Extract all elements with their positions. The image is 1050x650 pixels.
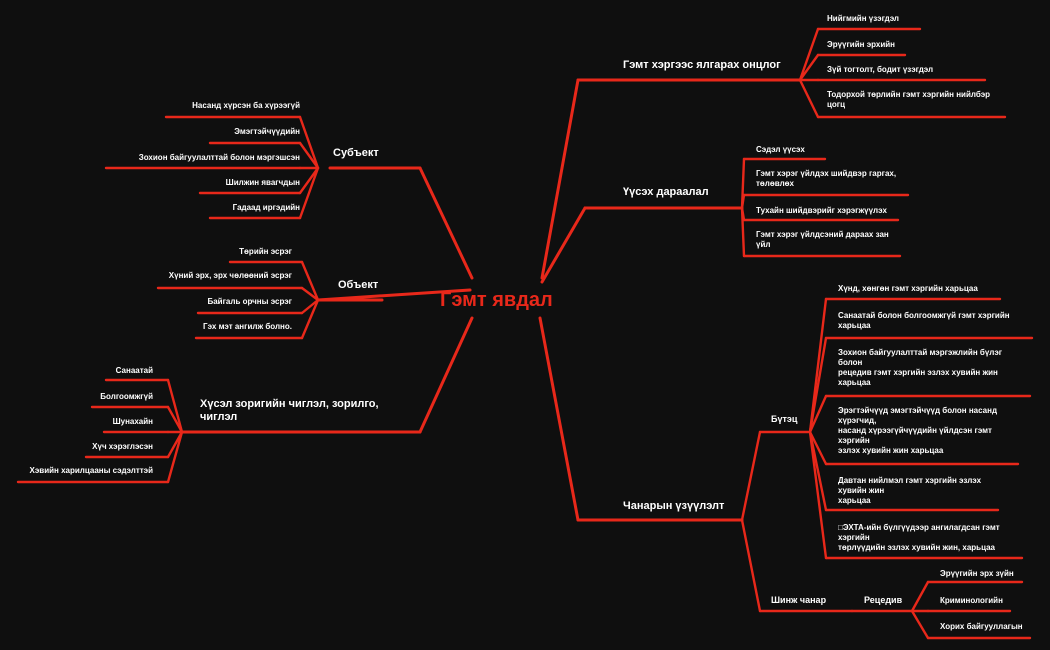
subject-item[interactable]: Гадаад иргэдийн bbox=[232, 203, 300, 212]
connector-line-4 bbox=[418, 316, 474, 434]
connector-line-12 bbox=[298, 115, 320, 170]
connector-line-38 bbox=[166, 430, 184, 484]
connector-line-20 bbox=[298, 166, 320, 220]
root-topic[interactable]: Гэмт явдал bbox=[440, 289, 553, 311]
connector-line-14 bbox=[298, 141, 320, 170]
intent-item[interactable]: Санаатай bbox=[115, 366, 153, 375]
intent-item[interactable]: Хэвийн харилцааны сэдэлттэй bbox=[29, 466, 153, 475]
branch-quality-indicators[interactable]: Чанарын үзүүлэлт bbox=[623, 500, 725, 512]
object-item[interactable]: Төрийн эсрэг bbox=[239, 247, 292, 256]
connector-line-32 bbox=[166, 405, 184, 434]
structure-item[interactable]: Зохион байгуулалттай мэргэжлийн бүлэг бо… bbox=[838, 348, 1003, 387]
connector-line-42 bbox=[798, 53, 820, 82]
subject-item[interactable]: Эмэгтэйчүүдийн bbox=[234, 127, 300, 136]
connector-line-66 bbox=[808, 430, 828, 466]
connector-line-28 bbox=[300, 298, 320, 340]
structure-item[interactable]: Давтан нийлмэл гэмт хэргийн эзлэх хувийн… bbox=[838, 476, 982, 505]
feature-item[interactable]: Тодорхой төрлийн гэмт хэргийн нийлбэр цо… bbox=[827, 90, 991, 109]
branch-intent[interactable]: Хүсэл зоригийн чиглэл, зорилго, чиглэл bbox=[200, 398, 379, 423]
connector-line-2 bbox=[316, 288, 472, 302]
sequence-item[interactable]: Гэмт хэрэг үйлдэх шийдвэр гаргах, төлөвл… bbox=[756, 169, 897, 188]
recidive-item[interactable]: Эрүүгийн эрх зүйн bbox=[940, 569, 1014, 578]
connector-line-26 bbox=[300, 298, 320, 315]
object-item[interactable]: Хүний эрх, эрх чөлөөний эсрэг bbox=[168, 271, 292, 280]
connector-line-64 bbox=[808, 394, 828, 434]
object-item[interactable]: Байгаль орчны эсрэг bbox=[207, 297, 292, 306]
feature-item[interactable]: Зүй тогтолт, бодит үзэгдэл bbox=[827, 65, 934, 74]
connector-line-18 bbox=[298, 166, 320, 195]
connector-line-77 bbox=[910, 609, 930, 640]
connector-line-30 bbox=[166, 378, 184, 434]
subject-item[interactable]: Насанд хүрсэн ба хүрээгүй bbox=[192, 101, 300, 110]
subject-item[interactable]: Зохион байгуулалттай болон мэргэшсэн bbox=[138, 153, 300, 162]
intent-item[interactable]: Хүч хэрэглэсэн bbox=[92, 442, 153, 451]
intent-item[interactable]: Шунахайн bbox=[112, 417, 153, 426]
connector-line-46 bbox=[798, 78, 820, 119]
branch-subject[interactable]: Субъект bbox=[333, 147, 379, 159]
connector-line-73 bbox=[910, 580, 930, 613]
sequence-item[interactable]: Тухайн шийдвэрийг хэрэгжүүлэх bbox=[756, 206, 887, 215]
structure-item[interactable]: Санаатай болон болгоомжгүй гэмт хэргийн … bbox=[838, 311, 1010, 330]
connector-line-58 bbox=[740, 518, 762, 613]
connector-line-10 bbox=[538, 316, 580, 522]
connector-line-70 bbox=[808, 430, 828, 560]
recidive-item[interactable]: Криминологийн bbox=[940, 596, 1003, 605]
connector-line-54 bbox=[740, 206, 746, 258]
connector-line-22 bbox=[300, 260, 320, 302]
feature-node[interactable]: Шинж чанар bbox=[771, 595, 827, 605]
connector-line-62 bbox=[808, 336, 828, 434]
recidive-node[interactable]: Рецедив bbox=[864, 595, 903, 605]
structure-item[interactable]: Хүнд, хөнгөн гэмт хэргийн харьцаа bbox=[838, 284, 978, 293]
connector-line-24 bbox=[300, 286, 320, 302]
structure-item[interactable]: □ЭХТА-ийн бүлгүүдээр ангилагдсан гэмт хэ… bbox=[838, 523, 1000, 552]
connector-line-40 bbox=[798, 27, 820, 82]
branch-distinctive-features[interactable]: Гэмт хэргээс ялгарах онцлог bbox=[623, 59, 781, 71]
feature-item[interactable]: Эрүүгийн эрхийн bbox=[827, 40, 896, 49]
branch-object[interactable]: Объект bbox=[338, 279, 379, 291]
sequence-item[interactable]: Сэдэл үүсэх bbox=[756, 145, 805, 154]
recidive-item[interactable]: Хорих байгууллагын bbox=[940, 622, 1023, 631]
connector-line-50 bbox=[740, 193, 746, 210]
connector-line-6 bbox=[540, 78, 580, 280]
intent-item[interactable]: Болгоомжгүй bbox=[100, 392, 153, 401]
connector-line-56 bbox=[740, 430, 762, 522]
connector-line-8 bbox=[540, 206, 587, 284]
connector-line-0 bbox=[418, 166, 474, 280]
object-item[interactable]: Гэх мэт ангилж болно. bbox=[203, 322, 292, 331]
branch-formation-sequence[interactable]: Үүсэх дараалал bbox=[623, 186, 709, 198]
structure-item[interactable]: Эрэгтэйчүүд эмэгтэйчүүд болон насанд хүр… bbox=[838, 406, 998, 455]
subject-item[interactable]: Шилжин явагчдын bbox=[225, 178, 300, 187]
structure-node[interactable]: Бүтэц bbox=[771, 414, 798, 424]
feature-item[interactable]: Нийгмийн үзэгдэл bbox=[827, 14, 900, 23]
sequence-item[interactable]: Гэмт хэрэг үйлдсэний дараах зан үйл bbox=[756, 230, 889, 249]
